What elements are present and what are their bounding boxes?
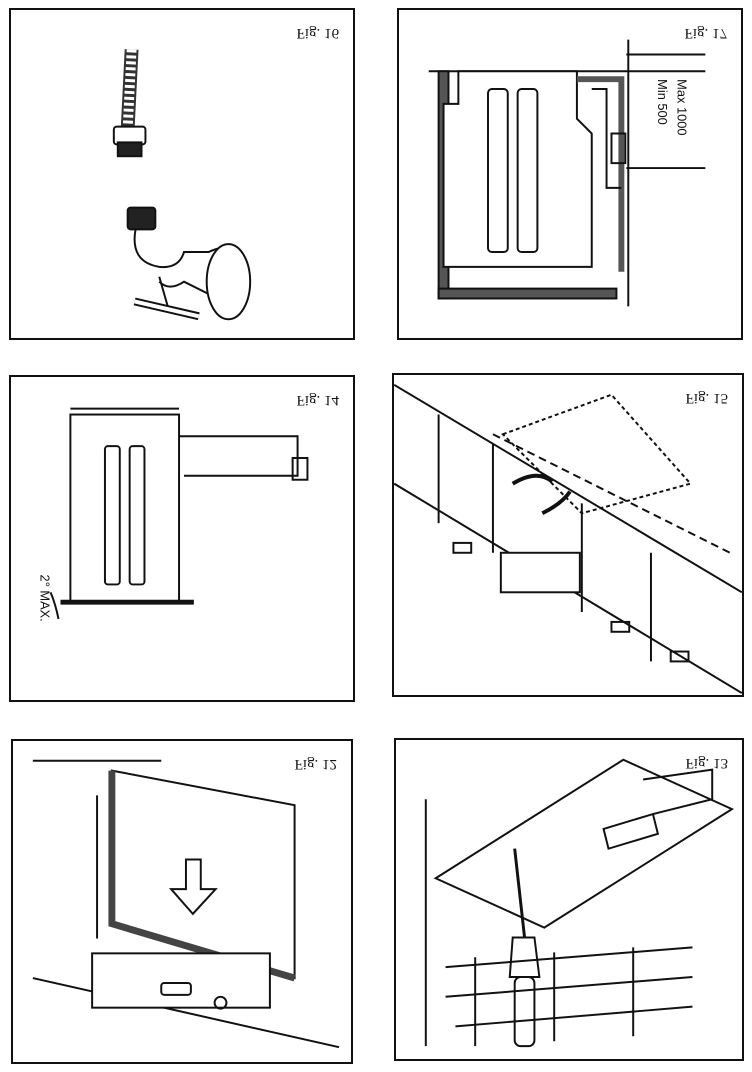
hose-tap-illustration [112,49,252,321]
label-min-500: Min 500 [655,79,670,125]
screw-fixing-illustration [424,758,735,1048]
door-panel-illustration [32,759,340,1049]
figure-16-panel: Fig. 16 [9,8,355,340]
label-2-max: 2° MAX. [38,575,53,622]
figure-13-panel: Fig. 13 [394,738,744,1061]
side-view-illustration: 2° MAX. [38,407,309,622]
figure-17-panel: Min 500 Max 1000 Fig. 17 [397,8,743,340]
figure-14-panel: 2° MAX. Fig. 14 [9,375,355,702]
figure-14-caption: Fig. 14 [296,392,339,408]
label-max-1000: Max 1000 [675,79,690,135]
drain-hose-height-illustration: Min 500 Max 1000 [428,39,706,307]
figure-16-caption: Fig. 16 [296,25,339,41]
figure-12-panel: Fig. 12 [11,739,353,1064]
figure-15-caption: Fig. 15 [685,390,728,406]
figure-12-caption: Fig. 12 [294,756,337,772]
figure-13-caption: Fig. 13 [685,755,728,771]
figure-15-panel: Fig. 15 [392,373,744,697]
figure-17-caption: Fig. 17 [684,25,727,41]
worktop-installation-illustration [394,384,742,694]
